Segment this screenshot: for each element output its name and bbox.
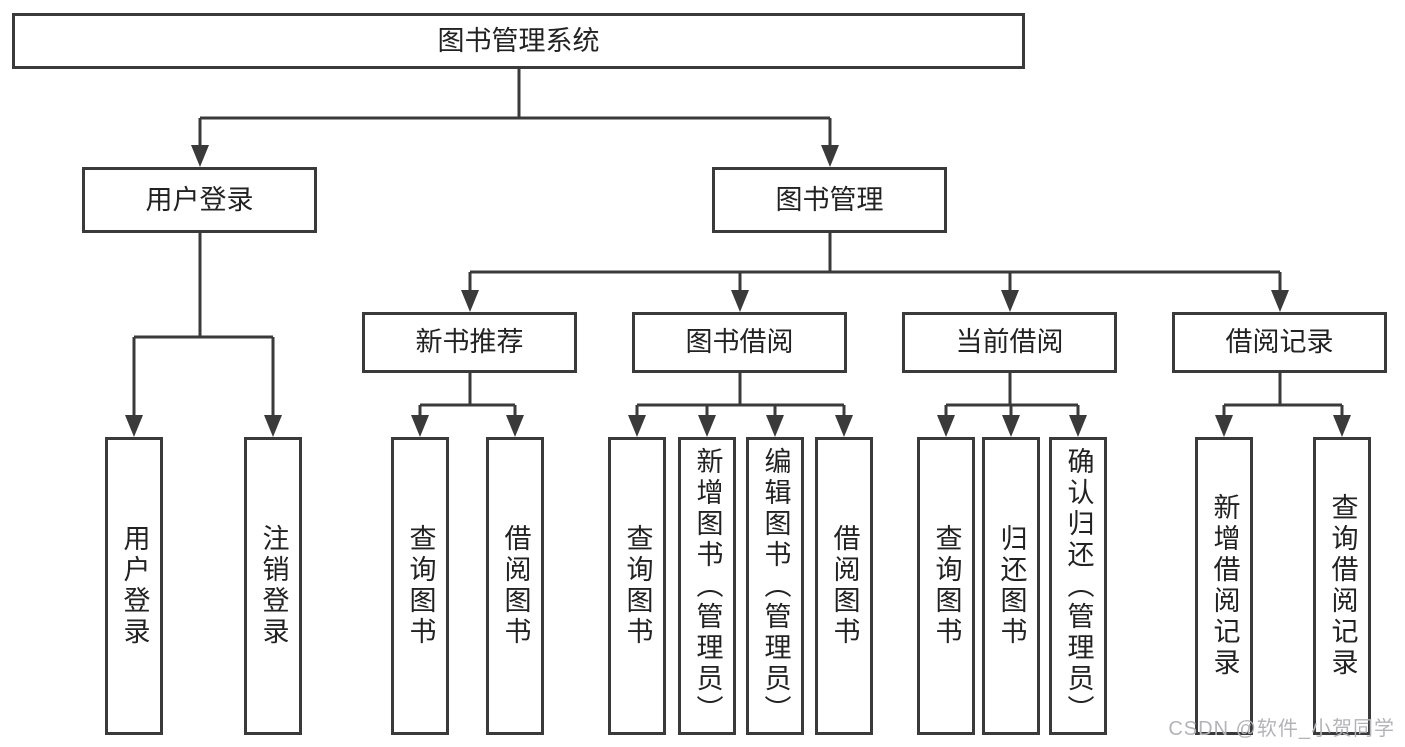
arrowhead-icon	[1333, 415, 1351, 437]
connector-newbookrec-to-leaves	[418, 373, 517, 417]
arrowhead-icon	[1271, 290, 1289, 312]
arrowhead-icon	[1069, 415, 1087, 437]
leaf-bb-borrow-book: 借阅图书	[815, 437, 873, 735]
node-label: 查询图书	[622, 524, 653, 648]
leaf-br-query-record: 查询借阅记录	[1313, 437, 1371, 735]
node-label: 新书推荐	[415, 327, 524, 357]
connector-root-to-level1	[198, 69, 832, 147]
connector-bookmgmt-to-level2	[468, 233, 1282, 292]
connector-borrowrecords-to-leaves	[1222, 373, 1344, 417]
node-label: 归还图书	[996, 524, 1027, 648]
arrowhead-icon	[1215, 415, 1233, 437]
arrowhead-icon	[698, 415, 716, 437]
node-label: 查询图书	[405, 524, 436, 648]
arrowhead-icon	[191, 145, 209, 167]
connector-bookborrow-to-leaves	[635, 373, 846, 417]
arrowhead-icon	[766, 415, 784, 437]
node-label: 图书借阅	[685, 327, 794, 357]
node-label: 用户登录	[145, 184, 254, 215]
connector-userlogin-to-leaves	[132, 233, 275, 417]
node-label: 新增借阅记录	[1209, 493, 1240, 679]
node-book-borrowing: 图书借阅	[632, 312, 847, 373]
leaf-bb-edit-book-admin: 编辑图书（管理员）	[746, 437, 804, 735]
arrowhead-icon	[1001, 290, 1019, 312]
leaf-br-add-record: 新增借阅记录	[1195, 437, 1253, 735]
arrowhead-icon	[264, 415, 282, 437]
leaf-rec-borrow-book: 借阅图书	[486, 437, 544, 735]
node-label: 图书管理	[775, 184, 884, 215]
arrowhead-icon	[461, 290, 479, 312]
arrowhead-icon	[411, 415, 429, 437]
arrowhead-icon	[1002, 415, 1020, 437]
leaf-cb-confirm-return-admin: 确认归还（管理员）	[1049, 437, 1107, 735]
arrowhead-icon	[835, 415, 853, 437]
arrowhead-icon	[125, 415, 143, 437]
node-label: 借阅图书	[829, 524, 860, 648]
node-label: 编辑图书（管理员）	[760, 446, 791, 726]
node-label: 注销登录	[258, 524, 289, 648]
node-current-borrowing: 当前借阅	[902, 312, 1117, 373]
node-label: 确认归还（管理员）	[1063, 446, 1094, 726]
arrowhead-icon	[937, 415, 955, 437]
leaf-rec-query-book: 查询图书	[391, 437, 449, 735]
csdn-watermark: CSDN @软件_小贺同学	[1168, 718, 1395, 740]
node-label: 新增图书（管理员）	[692, 446, 723, 726]
arrowhead-icon	[731, 290, 749, 312]
leaf-user-login: 用户登录	[105, 437, 163, 735]
node-label: 查询图书	[931, 524, 962, 648]
node-label: 图书管理系统	[437, 25, 600, 56]
leaf-cb-return-book: 归还图书	[982, 437, 1040, 735]
node-label: 用户登录	[119, 524, 150, 648]
node-label: 借阅记录	[1225, 327, 1334, 357]
arrowhead-icon	[821, 145, 839, 167]
connector-currentborrow-to-leaves	[944, 373, 1080, 417]
node-root-system: 图书管理系统	[12, 13, 1025, 69]
node-label: 借阅图书	[500, 524, 531, 648]
arrowheads	[125, 145, 1351, 437]
arrowhead-icon	[628, 415, 646, 437]
node-label: 查询借阅记录	[1327, 493, 1358, 679]
node-label: 当前借阅	[955, 327, 1064, 357]
node-book-management: 图书管理	[712, 167, 947, 233]
leaf-bb-add-book-admin: 新增图书（管理员）	[678, 437, 736, 735]
arrowhead-icon	[506, 415, 524, 437]
node-user-login: 用户登录	[82, 167, 317, 233]
leaf-logout: 注销登录	[244, 437, 302, 735]
leaf-bb-query-book: 查询图书	[608, 437, 666, 735]
node-borrowing-records: 借阅记录	[1172, 312, 1387, 373]
node-new-book-recommendation: 新书推荐	[362, 312, 577, 373]
leaf-cb-query-book: 查询图书	[917, 437, 975, 735]
